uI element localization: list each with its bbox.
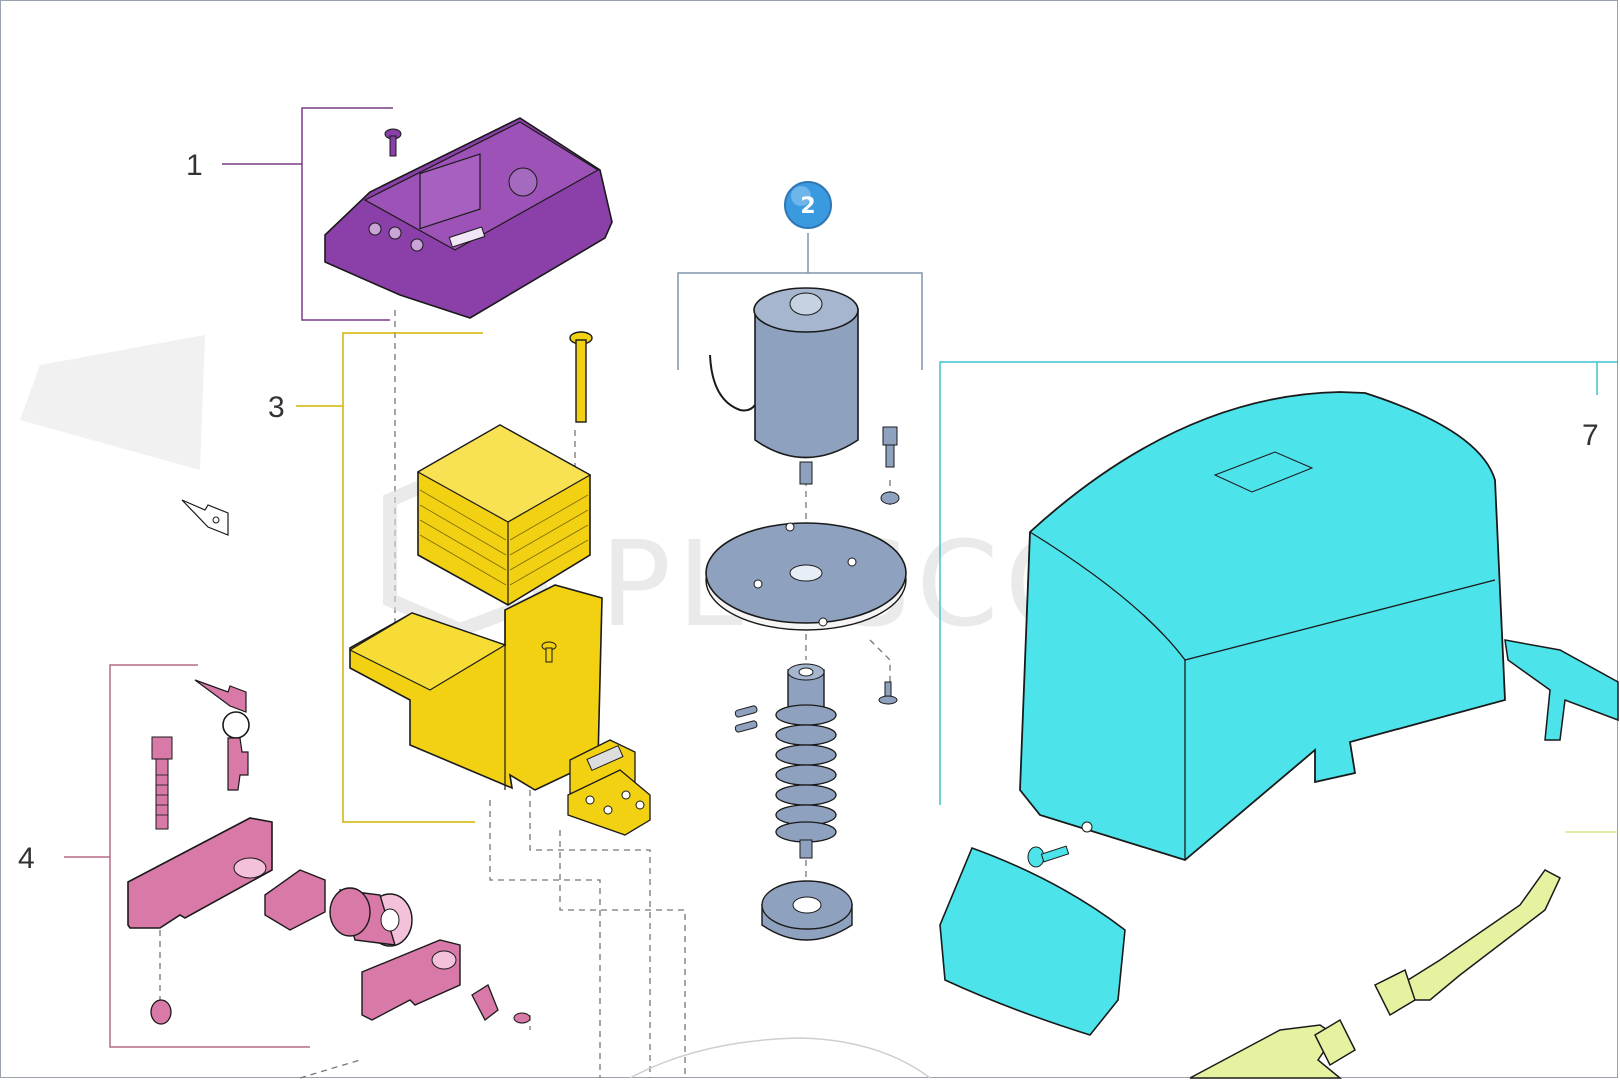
- part-lock-group: [64, 664, 531, 1048]
- callout-label-3: 3: [268, 391, 285, 424]
- bracket-3: [342, 332, 483, 823]
- transformer-top: [416, 424, 592, 523]
- terminal-block: [567, 739, 651, 836]
- callout-badge-2: 2: [784, 181, 832, 229]
- screw-icon: [878, 681, 898, 705]
- lock-cam: [264, 869, 326, 931]
- cover-label-recess: [1213, 451, 1314, 493]
- rack-clamp: [1373, 968, 1416, 1017]
- lock-hole: [233, 857, 267, 879]
- lock-cylinder: [329, 887, 413, 947]
- mounting-bracket: [349, 584, 603, 791]
- screw-icon: [541, 641, 557, 663]
- motor-wire: [709, 354, 756, 412]
- screw-icon: [384, 128, 402, 157]
- bracket-top: [348, 612, 507, 691]
- keys-icon: [194, 679, 250, 791]
- transformer-laminations: [419, 489, 589, 586]
- trimmer-icon: [410, 238, 424, 252]
- callout-label-1: 1: [186, 149, 203, 182]
- part-control-board: [222, 107, 613, 321]
- rack-arm-right: [1398, 869, 1561, 1001]
- trimmer-icon: [368, 222, 382, 236]
- callout-label-7: 7: [1582, 419, 1599, 452]
- key-icon: [181, 499, 229, 536]
- lock-housing: [127, 817, 273, 929]
- bearing-ring: [761, 880, 853, 941]
- bracket-4: [109, 664, 310, 1048]
- buzzer-icon: [508, 167, 538, 197]
- nut-icon: [150, 999, 172, 1025]
- bracket-7: [939, 361, 1618, 805]
- cover-screw-icon: [1027, 845, 1070, 868]
- base-plate: [629, 1037, 931, 1079]
- board-label: [448, 226, 486, 248]
- worm-shaft: [775, 663, 837, 859]
- screw-icon: [513, 1012, 531, 1024]
- lever-hole: [431, 950, 457, 970]
- cover-screw-hole: [1081, 821, 1093, 833]
- callout-labels: 1 3 4 7: [18, 149, 1599, 875]
- part-limit-bracket: [1189, 869, 1561, 1079]
- disc-hole: [789, 564, 823, 582]
- long-screw-icon: [569, 331, 593, 423]
- motor-bearing: [789, 292, 823, 316]
- part-motor-group: 2: [677, 181, 923, 941]
- bolt-icon: [151, 736, 173, 830]
- motor-cover: [1019, 391, 1506, 862]
- motor-body: [754, 309, 859, 459]
- callout-badge-label: 2: [800, 194, 815, 219]
- bracket-1: [301, 107, 393, 321]
- side-panel: [939, 846, 1126, 1036]
- bracket-2: [677, 272, 923, 370]
- part-transformer-group: [296, 331, 651, 836]
- cover-edge: [1029, 531, 1496, 661]
- cover-clip: [1504, 639, 1619, 741]
- rack-clamp: [1314, 1018, 1356, 1067]
- relay-block: [419, 153, 481, 230]
- background-shade: [20, 335, 205, 470]
- washer-icon: [880, 491, 900, 505]
- pin-icon: [734, 705, 758, 733]
- part-cover-group: [939, 361, 1619, 1036]
- small-plate: [471, 984, 499, 1021]
- motor-shaft: [799, 461, 813, 485]
- trimmer-icon: [388, 226, 402, 240]
- callout-label-4: 4: [18, 842, 35, 875]
- screw-icon: [882, 426, 898, 468]
